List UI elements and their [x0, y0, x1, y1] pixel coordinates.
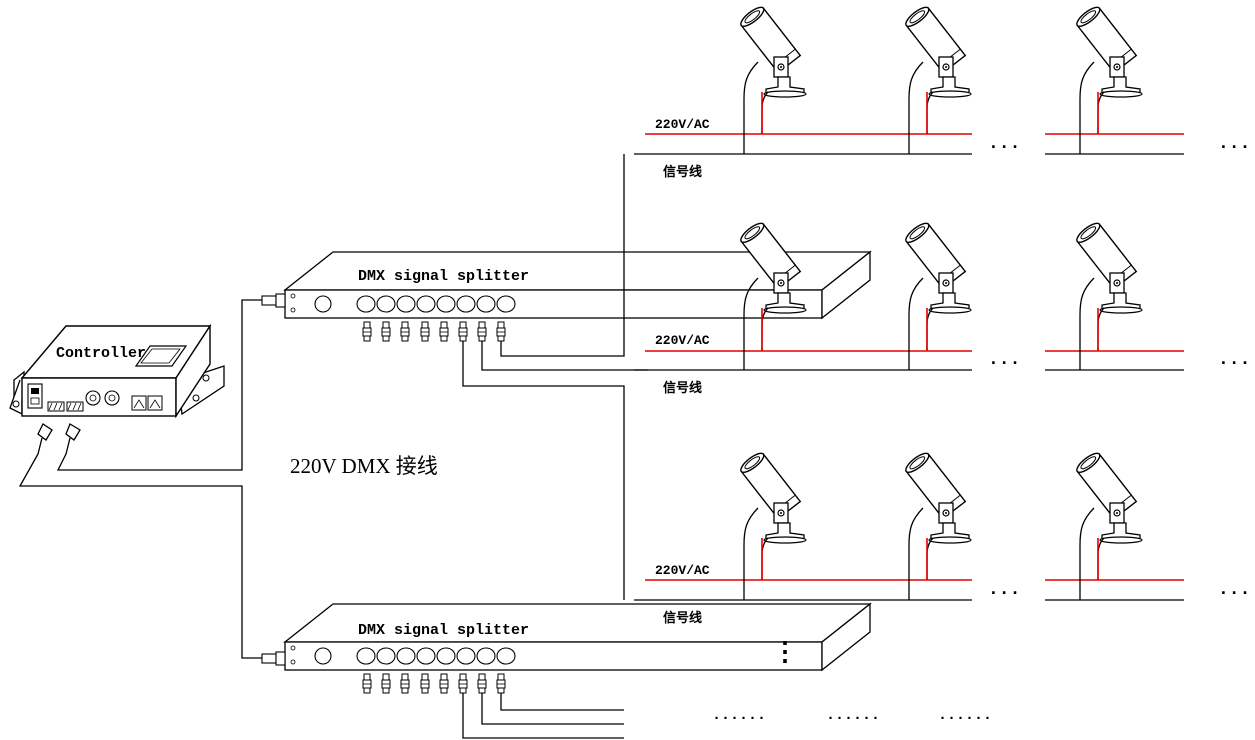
- power-line-label: 220V/AC: [655, 333, 710, 348]
- controller: Controller: [9, 323, 225, 419]
- continuation-dots: ···: [988, 584, 1020, 604]
- signal-line-label: 信号线: [663, 610, 702, 626]
- vertical-continuation-dots: ⋮: [772, 638, 798, 668]
- splitter-2-label: DMX signal splitter: [358, 622, 529, 639]
- fixture-row-2: 220V/AC 信号线 ··· ···: [634, 219, 1250, 396]
- diagram-caption: 220V DMX 接线: [290, 454, 438, 478]
- fixture-row-1: 220V/AC 信号线 ··· ···: [634, 3, 1250, 180]
- bottom-continuation-dots: ······: [938, 710, 992, 727]
- splitter-output-jacks: [362, 321, 506, 342]
- continuation-dots: ···: [988, 354, 1020, 374]
- dmx-splitter-1: DMX signal splitter: [261, 251, 871, 342]
- splitter-1-signal-cables: [462, 154, 648, 600]
- power-line-label: 220V/AC: [655, 563, 710, 578]
- power-line-label: 220V/AC: [655, 117, 710, 132]
- controller-label: Controller: [56, 345, 146, 362]
- continuation-dots: ···: [988, 138, 1020, 158]
- splitter-2-signal-cables: [462, 693, 624, 739]
- fixture-row-3: 220V/AC 信号线 ··· ···: [634, 449, 1250, 626]
- controller-cables: [18, 299, 262, 659]
- continuation-dots: ···: [1218, 138, 1250, 158]
- signal-line-label: 信号线: [663, 164, 702, 180]
- continuation-dots: ···: [1218, 584, 1250, 604]
- splitter-1-label: DMX signal splitter: [358, 268, 529, 285]
- continuation-dots: ···: [1218, 354, 1250, 374]
- splitter-input-plug: [261, 651, 286, 666]
- bottom-continuation-dots: ······: [712, 710, 766, 727]
- signal-line-label: 信号线: [663, 380, 702, 396]
- bottom-continuation-dots: ······: [826, 710, 880, 727]
- splitter-output-jacks: [362, 673, 506, 694]
- dmx-splitter-2: DMX signal splitter: [261, 603, 871, 694]
- splitter-input-plug: [261, 293, 286, 308]
